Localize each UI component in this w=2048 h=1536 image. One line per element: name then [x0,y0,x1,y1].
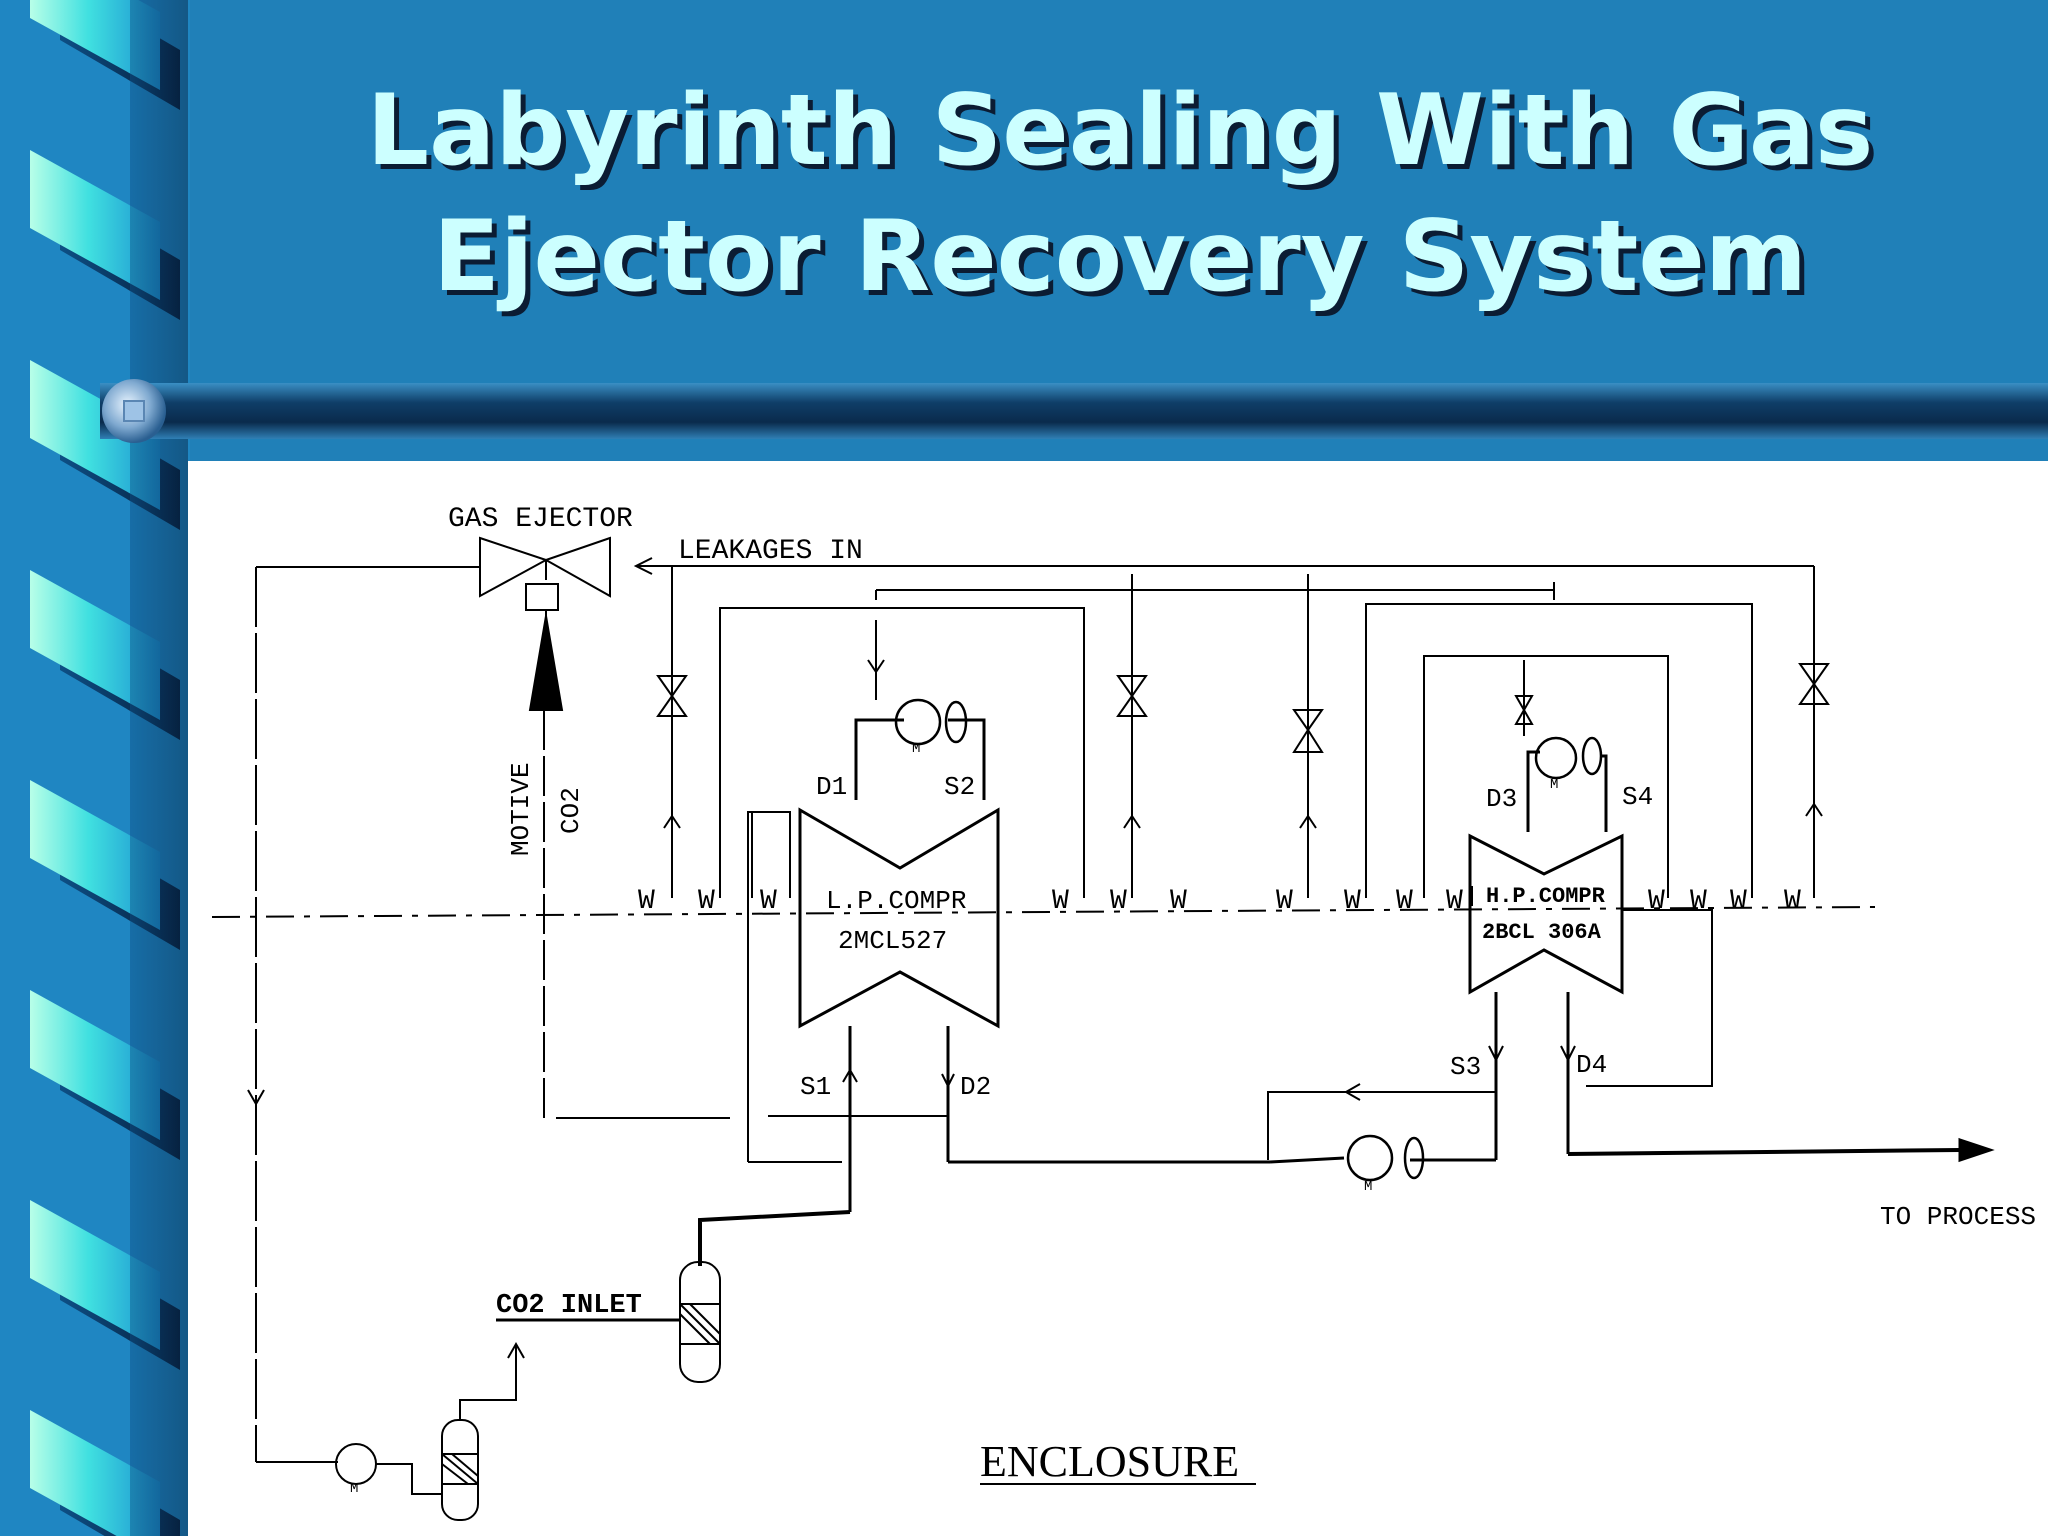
labyrinth-seal-w: W [1690,886,1707,917]
label-to-process: TO PROCESS [1880,1202,2036,1232]
label-enclosure: ENCLOSURE [980,1437,1239,1486]
lp-compressor [798,620,1345,1212]
slide-title-line-2: Ejector Recovery System [433,200,1807,314]
label-s1: S1 [800,1072,831,1102]
labyrinth-seal-w: W [1344,886,1361,917]
stripe-band [30,1410,160,1536]
label-lp-compr-model: 2MCL527 [838,926,947,956]
label-hp-compr-model: 2BCL 306A [1482,920,1602,945]
stripe-band [30,360,160,510]
left-stripe-decoration [0,0,190,1536]
lp-motor-symbol: M [912,741,920,757]
label-s2: S2 [944,772,975,802]
slide-title: Labyrinth Sealing With Gas Ejector Recov… [260,68,1980,320]
process-diagram [211,536,1995,1521]
stripe-band [30,150,160,300]
label-s4: S4 [1622,782,1653,812]
labyrinth-seal-w: W [760,886,777,917]
label-gas-ejector: GAS EJECTOR [448,504,633,535]
stripe-band [30,570,160,720]
stripe-band [30,0,160,90]
stripe-band [30,1200,160,1350]
labyrinth-seal-w: W [1396,886,1413,917]
labyrinth-seal-w: W [1784,886,1801,917]
inlet-separator [679,1261,721,1383]
hp-motor-symbol: M [1550,777,1558,793]
label-motive: MOTIVE [506,762,536,856]
labyrinth-seal-w: W [698,886,715,917]
enclosure-centerline [211,906,1876,918]
stripe-band [30,780,160,930]
label-co2-motive: CO2 [556,787,586,834]
label-hp-compr-name: H.P.COMPR [1486,884,1606,909]
gas-ejector [479,536,611,711]
labyrinth-seal-w: W [638,886,655,917]
recirc-motor-symbol: M [1364,1179,1372,1195]
label-co2-inlet: CO2 INLET [496,1291,642,1321]
stripe-column-shade [130,0,188,1536]
hp-compressor [1468,660,1995,1163]
label-d4: D4 [1576,1050,1607,1080]
label-leakages-in: LEAKAGES IN [678,536,863,567]
labyrinth-seal-w: W [1110,886,1127,917]
label-d1: D1 [816,772,847,802]
labyrinth-seal-w: W [1276,886,1293,917]
label-lp-compr-name: L.P.COMPR [826,886,966,916]
slide-title-line-1: Labyrinth Sealing With Gas [366,74,1874,188]
header-divider-bar [100,379,2048,443]
labyrinth-seal-w: W [1170,886,1187,917]
label-d2: D2 [960,1072,991,1102]
stripe-band [30,990,160,1140]
drain-pump [335,1443,442,1495]
drain-motor-symbol: M [350,1481,358,1497]
label-s3: S3 [1450,1052,1481,1082]
label-d3: D3 [1486,784,1517,814]
drain-separator [441,1341,525,1521]
labyrinth-seal-w: W [1052,886,1069,917]
diagram-panel [188,461,2048,1536]
labyrinth-seal-w: W [1446,886,1463,917]
recirc-pump [1346,1134,1425,1182]
labyrinth-seal-w: W [1730,886,1747,917]
labyrinth-seal-w: W [1648,886,1665,917]
